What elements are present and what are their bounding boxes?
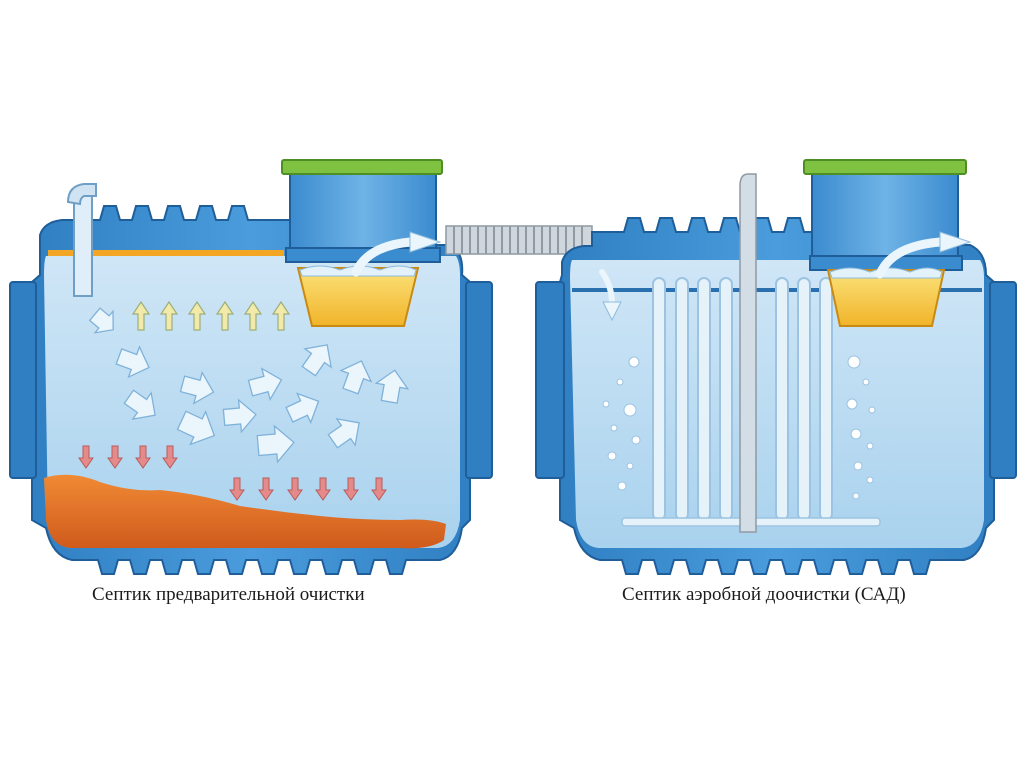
right-tank-caption: Септик аэробной доочистки (САД) [622,584,906,605]
up-arrow [243,300,263,331]
air-bubble [607,451,617,461]
aeration-tubes [652,277,833,521]
down-arrow [287,477,303,501]
up-arrow [187,300,207,331]
aeration-tube [675,277,689,521]
inlet-pipe-mouth [66,183,97,206]
air-bubble [866,476,874,484]
down-arrow [78,445,94,469]
left-outflow-arrow [351,237,415,277]
left-tank-scum-layer [48,250,284,256]
up-arrow [159,300,179,331]
air-bubble [602,400,610,408]
up-arrow [271,300,291,331]
left-tank-lug-left [9,281,37,479]
right-tank-lug-left [535,281,565,479]
aeration-tube [819,277,833,521]
right-shaft-lid [803,159,967,175]
air-bubble [846,398,858,410]
settling-arrows [78,445,387,501]
air-bubble [616,378,624,386]
flow-arrow [301,344,333,377]
down-arrow [162,445,178,469]
air-bubble [853,461,863,471]
aeration-tube [775,277,789,521]
right-access-shaft [811,169,959,263]
flow-arrow [222,398,257,434]
aeration-tube [652,277,666,521]
transfer-pipe-ribs [453,226,583,254]
air-bubble [852,492,860,500]
aeration-tube [719,277,733,521]
air-bubble [628,356,640,368]
air-bubble [623,403,637,417]
right-outflow-arrow [875,237,945,279]
right-inflow-arrow [599,269,615,307]
flow-arrow [327,417,360,449]
air-bubble [610,424,618,432]
flow-arrow [285,392,320,425]
flow-arrow [123,389,156,421]
left-shaft-lid [281,159,443,175]
air-bubble [626,462,634,470]
left-tank-sludge-layer [44,474,446,549]
left-tank-lug-right [465,281,493,479]
right-basket-top-water [829,267,943,279]
rising-arrows [131,300,291,331]
up-arrow [215,300,235,331]
flow-arrow [115,345,150,379]
flow-arrow [88,307,114,334]
right-outflow-arrowhead [939,231,972,253]
right-inflow-arrowhead [602,301,622,322]
down-arrow [315,477,331,501]
left-outflow-arrowhead [409,231,442,253]
left-tank-caption: Септик предварительной очистки [92,584,365,605]
up-arrow [131,300,151,331]
flow-arrow [374,369,410,404]
air-lift-pipe [739,173,757,533]
circulation-arrows [88,307,410,464]
flow-arrow [247,367,283,402]
left-septic-tank [9,159,493,575]
air-bubble [631,435,641,445]
aeration-tube [797,277,811,521]
down-arrow [229,477,245,501]
right-tank-lug-right [989,281,1017,479]
flow-arrow [339,360,373,395]
air-bubbles [602,355,876,500]
right-aerobic-tank [535,159,1017,575]
aeration-tube [697,277,711,521]
down-arrow [371,477,387,501]
down-arrow [135,445,151,469]
down-arrow [343,477,359,501]
down-arrow [107,445,123,469]
air-bubble [847,355,861,369]
flow-arrow [256,424,295,464]
flow-arrow [179,370,215,405]
air-bubble [866,442,874,450]
air-bubble [617,481,627,491]
air-bubble [868,406,876,414]
air-bubble [862,378,870,386]
flow-arrow [176,409,216,446]
air-bubble [850,428,862,440]
left-filter-basket [296,267,420,327]
left-tank-water [44,256,460,548]
down-arrow [258,477,274,501]
